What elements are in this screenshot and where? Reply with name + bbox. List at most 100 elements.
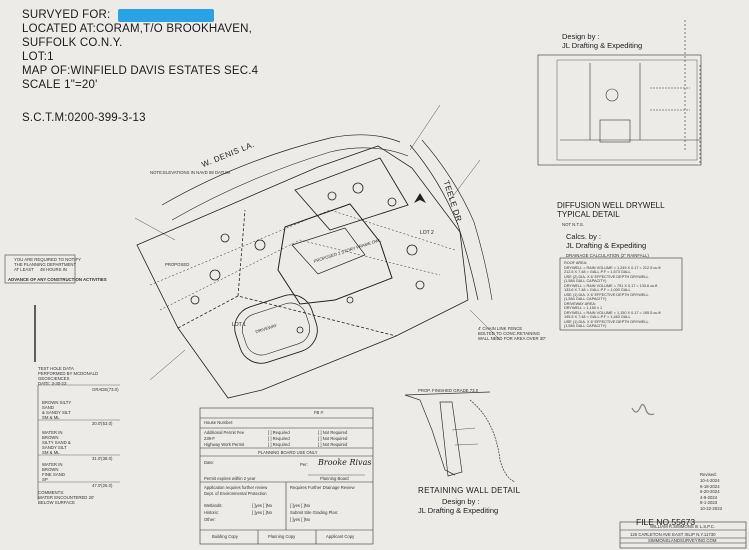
th-c2: WATER ENCOUNTERED 20' — [38, 495, 95, 500]
th-l1: BROWN SILTY — [42, 400, 72, 405]
th-l13: SP — [42, 477, 48, 482]
calcs-line: USE (1) DIA. X 6' EFFECTIVE DEPTH DRYWEL… — [564, 292, 649, 297]
th-title2: PERFORMED BY MCDONALD — [38, 371, 99, 376]
permit-house-number: House Number: — [204, 420, 234, 425]
permit-row-label: Highway Work Permit — [204, 442, 245, 447]
notify-line3: AT LEAST — [14, 267, 34, 272]
th-l4: SM & ML — [42, 415, 60, 420]
rw-title: RETAINING WALL DETAIL — [418, 486, 521, 495]
th-d2: 31.0'(38.0) — [92, 456, 113, 461]
drywell-nts: NOT N.T.S. — [562, 222, 584, 227]
th-d3: 47.0'(26.0) — [92, 483, 113, 488]
located-at: LOCATED AT:CORAM,T/O BROOKHAVEN, — [22, 23, 253, 35]
map-of: MAP OF:WINFIELD DAVIS ESTATES SEC.4 — [22, 65, 259, 77]
calcs-designer: JL Drafting & Expediting — [566, 241, 647, 250]
permit-wetlands: Wetlands: — [204, 503, 223, 508]
th-l10: WATER IN — [42, 462, 63, 467]
permit-dept-env: Dept. of Environmental Protection — [204, 491, 267, 496]
permit-submit-grading: Submit Site Grading Plan: — [290, 510, 339, 515]
surveyor-address: 126 CARLETON AVE EAST ISLIP N.Y.11730 — [630, 532, 716, 537]
revision-date: 10-4-2024 — [700, 478, 720, 483]
copy-building: Building Copy — [212, 534, 238, 539]
note-elevations: NOTE:ELEVATIONS IN NAVD 88 DATUM — [150, 170, 230, 175]
sctm-number: S.C.T.M:0200-399-3-13 — [22, 112, 146, 124]
revision-date: 8-1-2023 — [700, 500, 718, 505]
surveyor-website: SIMMONSLANDSURVEYING.COM — [648, 538, 717, 543]
permit-other: Other: — [204, 517, 216, 522]
permit-expires: Permit expires within 2 year — [204, 476, 256, 481]
th-l9: SM & ML — [42, 450, 60, 455]
copy-applicant: Applicant Copy — [326, 534, 355, 539]
permit-per: Per: — [300, 462, 308, 467]
th-d1: 20.0'(53.0) — [92, 421, 113, 426]
th-l5: WATER IN — [42, 430, 63, 435]
calcs-heading: DRAINAGE CALCULATION (2" RAINFALL) — [566, 253, 649, 258]
permit-yesno-1: [ ]yes [ ]No — [252, 503, 273, 508]
notify-line5: ADVANCE OF ANY CONSTRUCTION ACTIVITIES — [8, 277, 107, 282]
th-c3: BELOW SURFACE — [38, 500, 76, 505]
surveyor-name: WILLIAM R.SIMMONS III L.S.P.C. — [650, 524, 716, 529]
rw-design-by: Design by : — [442, 497, 480, 506]
drywell-designer: JL Drafting & Expediting — [562, 41, 643, 50]
revision-date: 4-9-2024 — [700, 494, 718, 500]
lot-boundary — [136, 145, 469, 399]
calcs-line: DRYWELL = 1,150 x 1 — [564, 306, 603, 310]
rw-designer: JL Drafting & Expediting — [418, 506, 499, 515]
permit-app-review: Application requires further review — [204, 485, 268, 490]
calcs-line: 212.5 X 7.48 = GALL.P.F = 1,573 GALL — [564, 270, 631, 274]
th-title4: DATE: 3-30-23 — [38, 381, 67, 386]
redacted-name — [118, 9, 214, 22]
fence-note-3: WALL NEED FOR AREA OVER 30" — [478, 336, 547, 341]
lot2-label: LOT 2 — [420, 230, 434, 236]
revised-title: Revised: — [700, 472, 717, 477]
permit-drainage-review: Requires Further Drainage Review — [290, 485, 355, 490]
permit-row-req: [ ] Required — [268, 436, 290, 441]
surveyed-for: SURVYED FOR: — [22, 9, 111, 21]
th-l2: SAND — [42, 405, 54, 410]
house-outline — [277, 203, 393, 305]
drywell-title2: TYPICAL DETAIL — [557, 210, 620, 219]
permit-signature: Brooke Rivas — [318, 458, 372, 467]
fence-note-2: BOLTED TO CONC.RETAINING — [478, 331, 540, 336]
calcs-line: (1,584 GALL CAPACITY) — [564, 324, 607, 328]
permit-row-req: [ ] Required — [268, 430, 290, 435]
permit-yesno-2: [ ]yes [ ]No — [252, 510, 273, 515]
calcs-label: Calcs. by : — [566, 232, 602, 241]
calcs-line: DRYWELL = RAIN VOLUME = 1,150 X 0.17 = 1… — [564, 310, 661, 315]
revision-date: 6-18-2024 — [700, 483, 720, 489]
calcs-line: 195.5 X 7.48 = GALL.P.F = 1,463 GALL — [564, 315, 631, 319]
permit-yesno-4: [ ]yes [ ]No — [290, 517, 311, 522]
permit-planning-review: PLANNING BOARD USE ONLY — [258, 450, 318, 455]
th-grade: GRADE(73.0) — [92, 387, 119, 392]
calcs-line: DRIVEWAY AREA: — [564, 301, 597, 306]
fence-note-1: 4' CHAIN LINK FENCE — [478, 326, 523, 331]
th-l8: SANDY SILT — [42, 445, 67, 450]
permit-row-req: [ ] Required — [268, 442, 290, 447]
th-title1: TEST HOLE DATA — [38, 366, 74, 371]
th-l6: BROWN — [42, 435, 59, 440]
drywell-title1: DIFFUSION WELL DRYWELL — [557, 201, 665, 210]
notify-line1: YOU ARE REQUIRED TO NOTIFY — [14, 257, 81, 262]
permit-historic: Historic: — [204, 510, 220, 515]
county: SUFFOLK CO.N.Y. — [22, 37, 123, 49]
th-title3: GEOSCIENCES — [38, 376, 70, 381]
th-c1: COMMENTS: — [38, 490, 65, 495]
lot1-label: LOT 1 — [232, 322, 246, 328]
notify-line4: 48 HOURS IN — [40, 267, 67, 272]
permit-row-label: Additional Permit Fee — [204, 430, 245, 435]
permit-fb: FB #: — [314, 410, 325, 415]
permit-row-nreq: [ ] Not Required — [318, 430, 348, 435]
permit-date: Date: — [204, 460, 215, 465]
permit-row-nreq: [ ] Not Required — [318, 442, 348, 447]
revision-date: 6-20-2024 — [700, 489, 720, 494]
drywell-design-by: Design by : — [562, 32, 600, 41]
permit-planning-board: Planning Board — [320, 476, 349, 481]
permit-row-nreq: [ ] Not Required — [318, 436, 348, 441]
calcs-line: USE (2) DIA. X 6' EFFECTIVE DEPTH DRYWEL… — [564, 274, 649, 279]
calcs-line: ROOF AREA: — [564, 261, 588, 265]
th-l7: SILTY SAND & — [42, 440, 71, 445]
calcs-line: 133.6 X 7.48 = GALL.P.F = 1,000 GALL — [564, 288, 631, 292]
permit-yesno-3: [ ]yes [ ]No — [290, 503, 311, 508]
